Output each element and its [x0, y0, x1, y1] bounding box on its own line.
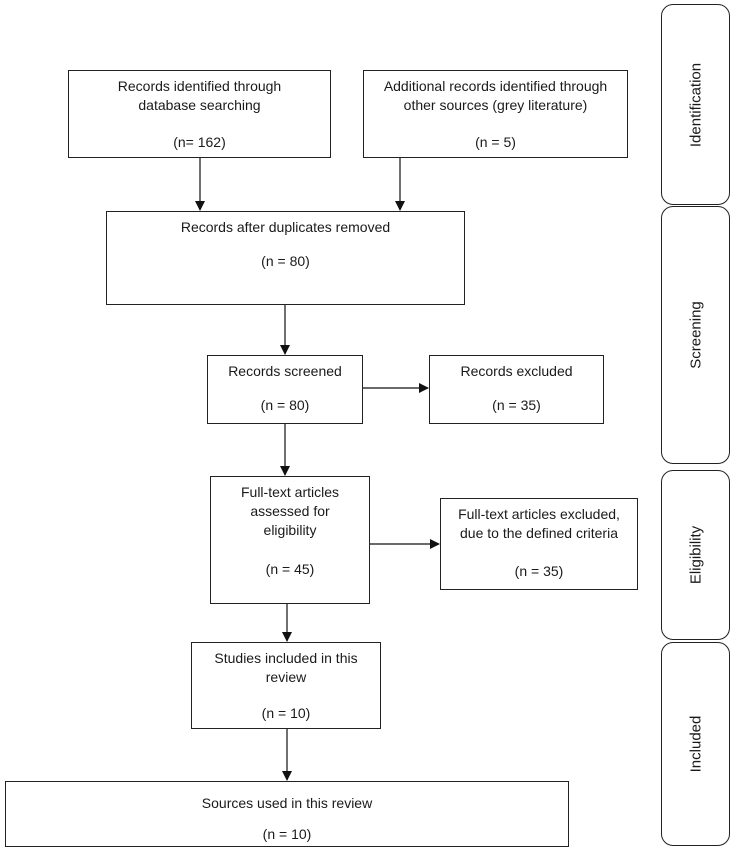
database-search-text: Records identified through database sear… [117, 78, 282, 113]
fulltext-excluded-count: (n = 35) [514, 563, 564, 579]
records-excluded-text: Records excluded [460, 363, 573, 379]
other-sources-box: Additional records identified through ot… [363, 70, 628, 158]
fulltext-excluded-text: Full-text articles excluded, due to the … [458, 506, 620, 541]
records-screened-text: Records screened [228, 363, 342, 379]
sources-used-box: Sources used in this review (n = 10) [5, 781, 569, 847]
database-search-count: (n= 162) [173, 134, 226, 150]
fulltext-assessed-box: Full-text articles assessed for eligibil… [210, 476, 370, 604]
studies-included-count: (n = 10) [261, 705, 311, 721]
duplicates-removed-text: Records after duplicates removed [180, 219, 391, 235]
other-sources-count: (n = 5) [475, 134, 516, 150]
duplicates-removed-box: Records after duplicates removed (n = 80… [106, 211, 465, 305]
database-search-box: Records identified through database sear… [68, 70, 331, 158]
records-screened-box: Records screened (n = 80) [207, 355, 363, 424]
stage-eligibility: Eligibility [661, 470, 730, 640]
duplicates-removed-count: (n = 80) [261, 253, 310, 269]
fulltext-excluded-box: Full-text articles excluded, due to the … [440, 498, 638, 590]
sources-used-count: (n = 10) [262, 826, 312, 842]
sources-used-text: Sources used in this review [201, 795, 373, 811]
studies-included-box: Studies included in this review (n = 10) [191, 642, 381, 729]
records-excluded-box: Records excluded (n = 35) [429, 355, 604, 424]
studies-included-text: Studies included in this review [214, 650, 358, 685]
records-excluded-count: (n = 35) [492, 397, 541, 413]
stage-identification: Identification [661, 4, 730, 205]
stage-included: Included [661, 642, 730, 846]
fulltext-assessed-count: (n = 45) [265, 561, 315, 577]
stage-screening: Screening [661, 206, 730, 464]
records-screened-count: (n = 80) [260, 397, 310, 413]
fulltext-assessed-text: Full-text articles assessed for eligibil… [240, 484, 340, 538]
other-sources-text: Additional records identified through ot… [383, 78, 608, 113]
